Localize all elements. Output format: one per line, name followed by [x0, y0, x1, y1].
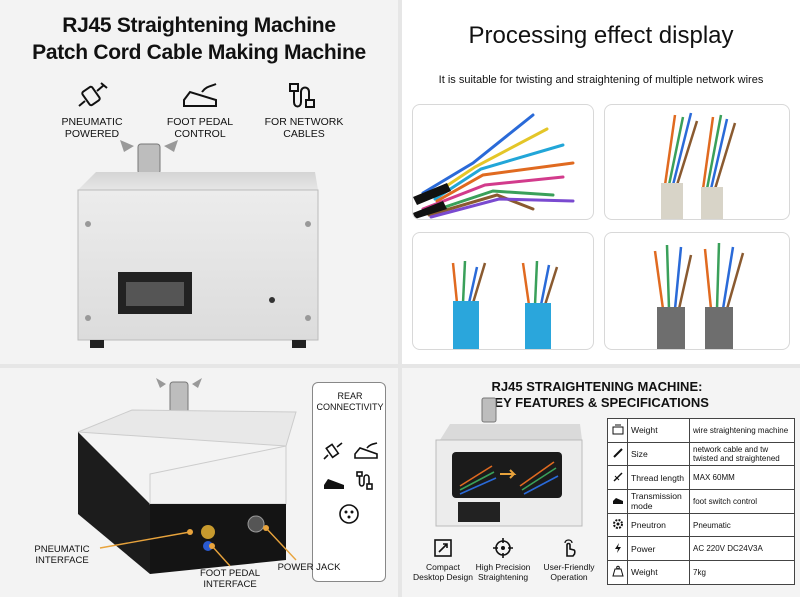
product-title-line1: RJ45 Straightening Machine	[62, 14, 336, 37]
foot-pedal-icon	[183, 83, 217, 107]
feature-user-friendly: User-Friendly Operation	[532, 538, 606, 582]
specs-title-line1: RJ45 STRAIGHTENING MACHINE:	[491, 379, 703, 394]
gray-cables-image	[653, 242, 745, 349]
pneumatic-icon	[78, 82, 108, 107]
machine-rear-image	[77, 378, 297, 574]
foot-switch-icon	[324, 479, 344, 489]
loose-wires-image	[413, 113, 575, 219]
feature-network-line1: FOR NETWORK	[264, 116, 344, 128]
spec-table: Weight wire straightening machine Size n…	[607, 418, 795, 585]
lightning-icon	[607, 536, 628, 562]
processing-subtitle: It is suitable for twisting and straight…	[438, 74, 764, 86]
product-title-line2: Patch Cord Cable Making Machine	[32, 41, 366, 64]
feature-precision-line2: Straightening	[477, 572, 529, 582]
product-hero-panel: RJ45 Straightening Machine Patch Cord Ca…	[0, 0, 398, 364]
weight-icon	[607, 560, 628, 585]
twisted-wires-image	[661, 112, 737, 219]
callout-pneumatic-interface: PNEUMATIC INTERFACE	[22, 544, 102, 566]
rear-box-line1: REAR	[337, 391, 363, 401]
feature-user-friendly-line1: User-Friendly	[543, 562, 595, 572]
touch-icon	[564, 539, 576, 557]
processing-effect-panel: Processing effect display It is suitable…	[402, 0, 800, 364]
network-cable-icon	[289, 83, 315, 108]
rear-connectivity-box: REAR CONNECTIVITY	[312, 382, 386, 582]
photo-twisted-wires	[604, 104, 790, 220]
spec-name: Pneutron	[627, 512, 690, 538]
spec-value: wire straightening machine	[689, 418, 795, 443]
feature-user-friendly-line2: Operation	[550, 572, 588, 582]
spec-value: 7kg	[689, 560, 795, 585]
feature-foot-pedal-line1: FOOT PEDAL	[166, 116, 234, 128]
feature-compact-line2: Desktop Design	[412, 572, 473, 582]
specs-title-line2: KEY FEATURES & SPECIFICATIONS	[485, 395, 709, 410]
callout-pneumatic-line1: PNEUMATIC	[34, 544, 90, 555]
spec-row: Transmission mode foot switch control	[607, 489, 795, 514]
callout-pneumatic-line2: INTERFACE	[35, 555, 89, 566]
power-connector-icon	[339, 504, 359, 524]
scale-icon	[607, 418, 628, 443]
horizontal-divider	[0, 364, 800, 368]
feature-precision-line1: High Precision	[475, 562, 531, 572]
spec-row: Pneutron Pneumatic	[607, 512, 795, 538]
transmission-icon	[607, 489, 628, 514]
photo-loose-wires	[412, 104, 594, 220]
specs-title: RJ45 STRAIGHTENING MACHINE: KEY FEATURES…	[482, 379, 712, 411]
spec-name: Transmission mode	[627, 489, 690, 514]
callout-lines	[99, 525, 297, 567]
feature-network-cables: FOR NETWORK CABLES	[254, 82, 354, 140]
feature-foot-pedal: FOOT PEDAL CONTROL	[150, 82, 250, 140]
photo-gray-cables	[604, 232, 790, 350]
spec-row: Weight 7kg	[607, 560, 795, 585]
spec-name: Weight	[627, 418, 690, 443]
feature-network-line2: CABLES	[283, 128, 325, 140]
spec-name: Thread length	[627, 465, 690, 491]
spec-value: AC 220V DC24V3A	[689, 536, 795, 562]
machine-spec-image	[435, 397, 583, 527]
spec-row: Weight wire straightening machine	[607, 418, 795, 443]
spec-row: Thread length MAX 60MM	[607, 465, 795, 491]
vertical-divider	[398, 0, 402, 597]
callout-foot-pedal-interface: FOOT PEDAL INTERFACE	[190, 568, 270, 590]
spec-value: network cable and tw twisted and straigh…	[689, 441, 795, 467]
cable-small-icon	[356, 471, 373, 490]
rear-connectivity-panel: REAR CONNECTIVITY PNEUMATIC INTERFACE FO…	[0, 368, 398, 597]
spec-name: Weight	[627, 560, 690, 585]
spec-value: foot switch control	[689, 489, 795, 514]
spec-name: Size	[627, 441, 690, 467]
spec-value: Pneumatic	[689, 512, 795, 538]
callout-foot-line1: FOOT PEDAL	[199, 568, 260, 579]
specifications-panel: RJ45 STRAIGHTENING MACHINE: KEY FEATURES…	[402, 368, 800, 597]
callout-foot-line2: INTERFACE	[203, 579, 257, 590]
rear-box-title: REAR CONNECTIVITY	[313, 391, 387, 413]
feature-precision: High Precision Straightening	[466, 538, 540, 582]
pneumatic-small-icon	[323, 442, 343, 460]
spec-name: Power	[627, 536, 690, 562]
feature-compact: Compact Desktop Design	[406, 538, 480, 582]
callout-power-jack: POWER JACK	[277, 562, 341, 573]
spec-row: Power AC 220V DC24V3A	[607, 536, 795, 562]
feature-pneumatic-line1: PNEUMATIC	[61, 116, 123, 128]
feature-pneumatic-line2: POWERED	[64, 128, 120, 140]
thread-icon	[607, 465, 628, 491]
ruler-icon	[607, 441, 628, 467]
spec-value: MAX 60MM	[689, 465, 795, 491]
processing-title: Processing effect display	[468, 22, 734, 49]
feature-pneumatic: PNEUMATIC POWERED	[42, 82, 142, 140]
compact-icon	[434, 539, 452, 557]
feature-compact-line1: Compact	[425, 562, 460, 572]
photo-blue-cables	[412, 232, 594, 350]
crosshair-icon	[493, 538, 513, 558]
foot-pedal-small-icon	[354, 442, 378, 459]
feature-foot-pedal-line2: CONTROL	[174, 128, 226, 140]
gear-icon	[607, 512, 628, 538]
machine-front-image	[77, 140, 319, 348]
blue-cables-image	[451, 260, 559, 349]
rear-box-line2: CONNECTIVITY	[316, 402, 384, 412]
spec-row: Size network cable and tw twisted and st…	[607, 441, 795, 467]
